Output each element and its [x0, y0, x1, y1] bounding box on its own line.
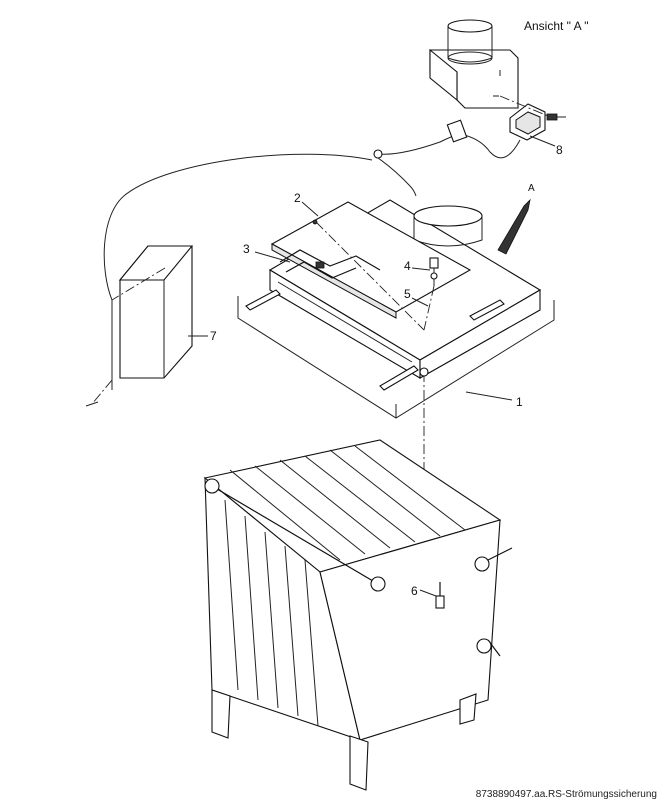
- heat-exchanger-block: [203, 439, 513, 791]
- part-7-cover: [85, 245, 194, 407]
- sensor-cable: [373, 119, 521, 197]
- callout-5: 5: [404, 287, 411, 301]
- callout-4: 4: [404, 259, 411, 273]
- callout-6: 6: [411, 584, 418, 598]
- document-code: 8738890497.aa.RS-Strömungssicherung: [475, 789, 657, 800]
- draft-diverter-assembly-1: [237, 199, 555, 560]
- long-cable: [103, 153, 373, 301]
- view-a-flue-box: [429, 19, 519, 109]
- view-a-label: Ansicht " A ": [524, 19, 589, 33]
- flow-sensor-part-8: [499, 95, 566, 147]
- callout-2: 2: [294, 191, 301, 205]
- arrow-a-label: A: [528, 183, 535, 194]
- callout-leaders: [188, 201, 513, 401]
- callout-8: 8: [556, 143, 563, 157]
- view-direction-arrow: [497, 198, 531, 255]
- callout-1: 1: [516, 395, 523, 409]
- callout-7: 7: [210, 329, 217, 343]
- callout-3: 3: [243, 242, 250, 256]
